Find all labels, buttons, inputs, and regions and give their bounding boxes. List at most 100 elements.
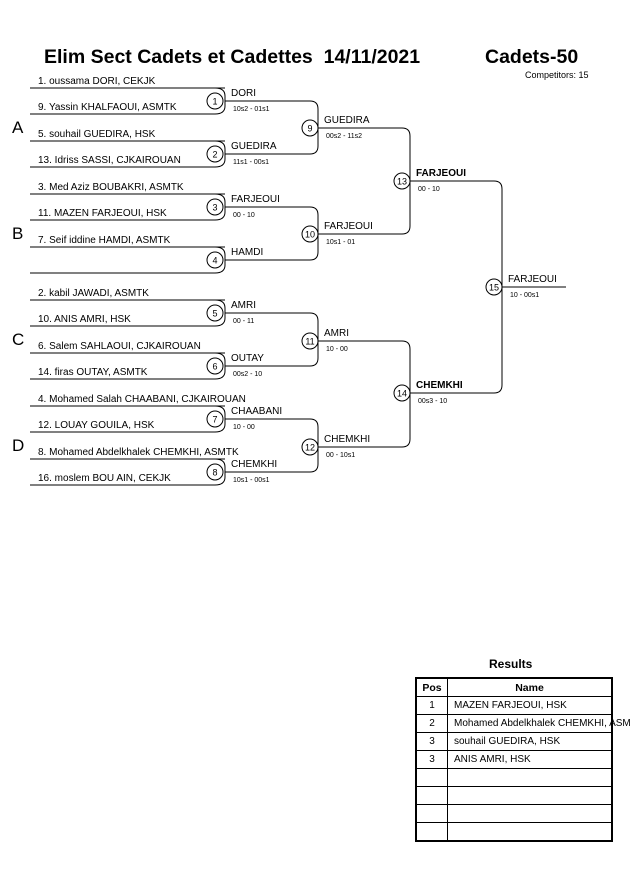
entry-name: 5. souhail GUEDIRA, HSK — [38, 129, 156, 140]
match-number: 9 — [307, 124, 312, 134]
match-score: 00 - 10 — [233, 212, 255, 219]
winner-name: FARJEOUI — [324, 221, 373, 232]
match-number: 13 — [397, 177, 407, 187]
pool-label: A — [12, 118, 24, 137]
match-score: 00s2 - 10 — [233, 371, 262, 378]
result-name — [447, 786, 613, 805]
match-number-circle — [393, 172, 411, 190]
match-number-circle — [301, 119, 319, 137]
match-score: 00s3 - 10 — [418, 398, 447, 405]
entry-name: 8. Mohamed Abdelkhalek CHEMKHI, ASMTK — [38, 447, 239, 458]
pool-label: D — [12, 436, 24, 455]
entry-name: 12. LOUAY GOUILA, HSK — [38, 420, 155, 431]
match-score: 10 - 00s1 — [510, 292, 539, 299]
entry-name: 9. Yassin KHALFAOUI, ASMTK — [38, 102, 177, 113]
result-name — [447, 822, 613, 842]
winner-name: GUEDIRA — [231, 141, 277, 152]
result-name — [447, 804, 613, 823]
entry-name: 7. Seif iddine HAMDI, ASMTK — [38, 235, 171, 246]
pool-label: C — [12, 330, 24, 349]
winner-name: CHAABANI — [231, 406, 282, 417]
match-number-circle — [301, 225, 319, 243]
result-pos: 1 — [415, 696, 448, 715]
pos-header: Pos — [415, 677, 448, 697]
result-name: ANIS AMRI, HSK — [447, 750, 613, 769]
results-row — [415, 768, 613, 787]
winner-name: CHEMKHI — [416, 380, 463, 391]
result-pos — [415, 804, 448, 823]
winner-name: AMRI — [231, 300, 256, 311]
match-number-circle — [393, 384, 411, 402]
winner-name: GUEDIRA — [324, 115, 370, 126]
entry-name: 10. ANIS AMRI, HSK — [38, 314, 131, 325]
match-number-circle — [206, 92, 224, 110]
match-number: 3 — [212, 203, 217, 213]
result-name: Mohamed Abdelkhalek CHEMKHI, ASMTK — [447, 714, 630, 733]
match-number-circle — [206, 251, 224, 269]
match-number-circle — [485, 278, 503, 296]
entry-name: 16. moslem BOU AIN, CEKJK — [38, 473, 171, 484]
match-number-circle — [206, 463, 224, 481]
match-score: 10s1 - 01 — [326, 239, 355, 246]
match-number: 4 — [212, 256, 217, 266]
match-number: 6 — [212, 362, 217, 372]
results-row — [415, 786, 613, 805]
match-number: 11 — [305, 337, 314, 347]
match-number: 2 — [212, 150, 217, 160]
winner-name: OUTAY — [231, 353, 264, 364]
match-number-circle — [206, 410, 224, 428]
result-name: MAZEN FARJEOUI, HSK — [447, 696, 613, 715]
match-number-circle — [206, 145, 224, 163]
match-score: 10 - 00 — [233, 424, 255, 431]
match-number: 14 — [397, 389, 407, 399]
match-number: 8 — [212, 468, 217, 478]
match-number: 12 — [305, 443, 315, 453]
match-number: 15 — [489, 283, 499, 293]
entry-name: 13. Idriss SASSI, CJKAIROUAN — [38, 155, 181, 166]
entry-name: 14. firas OUTAY, ASMTK — [38, 367, 148, 378]
match-score: 10s1 - 00s1 — [233, 477, 270, 484]
results-row — [415, 822, 613, 842]
match-score: 00 - 11 — [233, 318, 254, 325]
bracket-diagram: 1. oussama DORI, CEKJK 9. Yassin KHALFAOU… — [12, 76, 566, 486]
match-score: 00 - 10s1 — [326, 452, 355, 459]
entry-name: 4. Mohamed Salah CHAABANI, CJKAIROUAN — [38, 394, 246, 405]
match-score: 00s2 - 11s2 — [326, 133, 362, 140]
winner-name: FARJEOUI — [416, 168, 466, 179]
match-number: 7 — [212, 415, 217, 425]
match-score: 11s1 - 00s1 — [233, 159, 269, 166]
entry-name: 11. MAZEN FARJEOUI, HSK — [38, 208, 167, 219]
winner-name: FARJEOUI — [231, 194, 280, 205]
result-name — [447, 768, 613, 787]
match-number-circle — [206, 304, 224, 322]
winner-name: HAMDI — [231, 247, 263, 258]
entry-name: 6. Salem SAHLAOUI, CJKAIROUAN — [38, 341, 201, 352]
match-number: 5 — [212, 309, 217, 319]
result-pos: 3 — [415, 750, 448, 769]
winner-name: FARJEOUI — [508, 274, 557, 285]
winner-name: AMRI — [324, 328, 349, 339]
match-number-circle — [206, 357, 224, 375]
entry-name: 1. oussama DORI, CEKJK — [38, 76, 156, 87]
result-pos — [415, 822, 448, 842]
match-score: 10s2 - 01s1 — [233, 106, 270, 113]
results-header-row: Pos Name — [415, 677, 613, 697]
winner-name: DORI — [231, 88, 256, 99]
result-pos — [415, 786, 448, 805]
event-title: Elim Sect Cadets et Cadettes 14/11/2021 — [44, 46, 421, 68]
name-header: Name — [447, 677, 613, 697]
result-name: souhail GUEDIRA, HSK — [447, 732, 613, 751]
match-score: 00 - 10 — [418, 186, 440, 193]
result-pos: 3 — [415, 732, 448, 751]
winner-name: CHEMKHI — [231, 459, 277, 470]
result-pos — [415, 768, 448, 787]
results-row — [415, 804, 613, 823]
entry-name: 3. Med Aziz BOUBAKRI, ASMTK — [38, 182, 184, 193]
match-number: 10 — [305, 230, 315, 240]
